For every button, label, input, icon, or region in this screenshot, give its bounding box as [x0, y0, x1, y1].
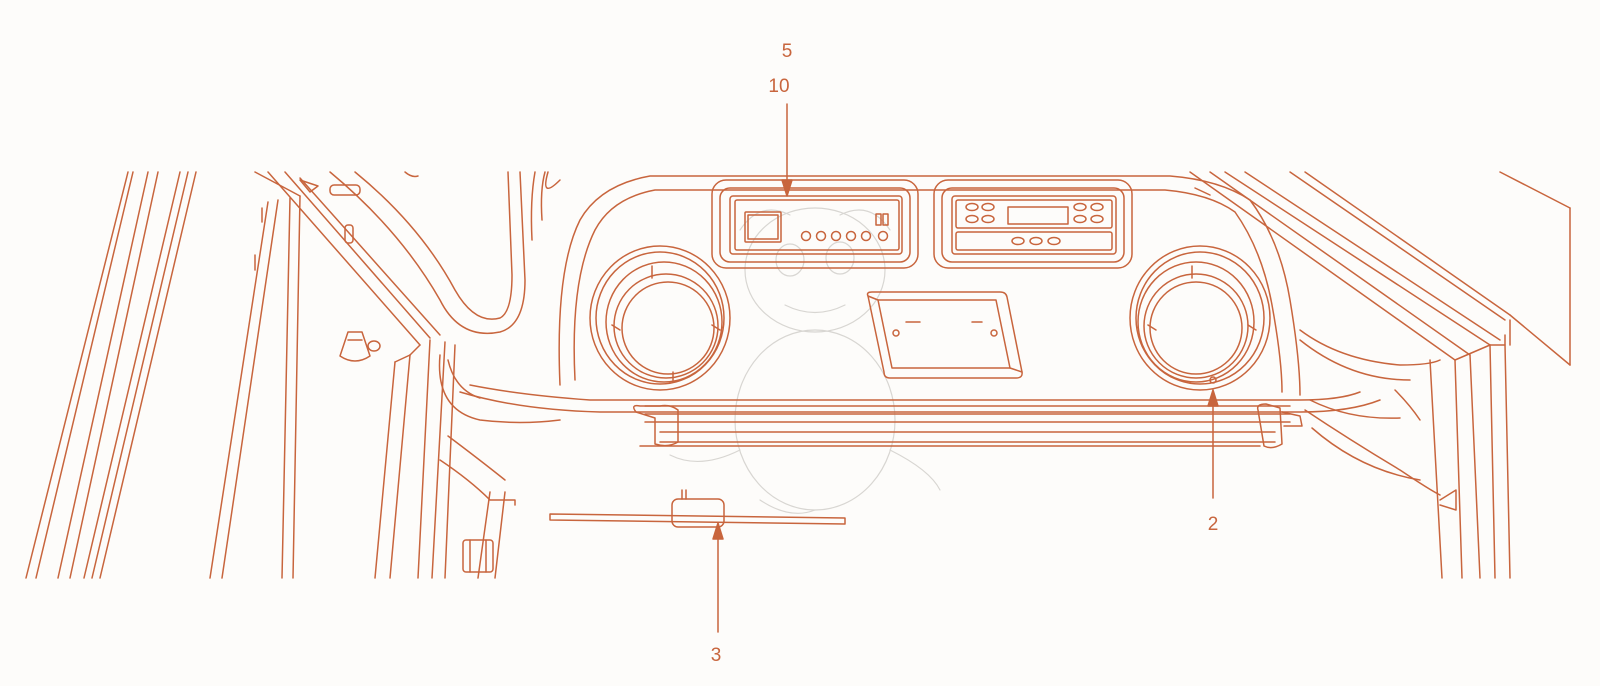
leader-line-10	[781, 103, 793, 197]
lower-left-post	[439, 435, 516, 579]
callout-10: 10	[768, 76, 789, 97]
center-placard	[866, 291, 1023, 379]
callout-3: 3	[711, 645, 722, 666]
callout-5: 5	[782, 41, 793, 62]
left-speaker	[589, 245, 731, 391]
control-panel	[933, 179, 1133, 269]
overhead-console	[438, 175, 1421, 424]
mirror-knob	[339, 331, 381, 362]
callout-2: 2	[1208, 514, 1219, 535]
left-window-frame	[25, 171, 197, 579]
stereo-unit	[711, 179, 919, 269]
leader-line-2	[1207, 389, 1219, 499]
right-window-frame	[1189, 171, 1511, 579]
stereo-buttons	[800, 230, 889, 242]
left-door-pillar	[209, 171, 301, 579]
right-speaker	[1129, 245, 1271, 391]
mounting-rail	[549, 489, 846, 528]
leader-line-3	[712, 522, 724, 633]
right-edge-frame	[1499, 171, 1571, 366]
curved-tube	[329, 171, 561, 334]
left-diagonal-strut	[267, 171, 456, 579]
light-bar	[633, 403, 1303, 449]
